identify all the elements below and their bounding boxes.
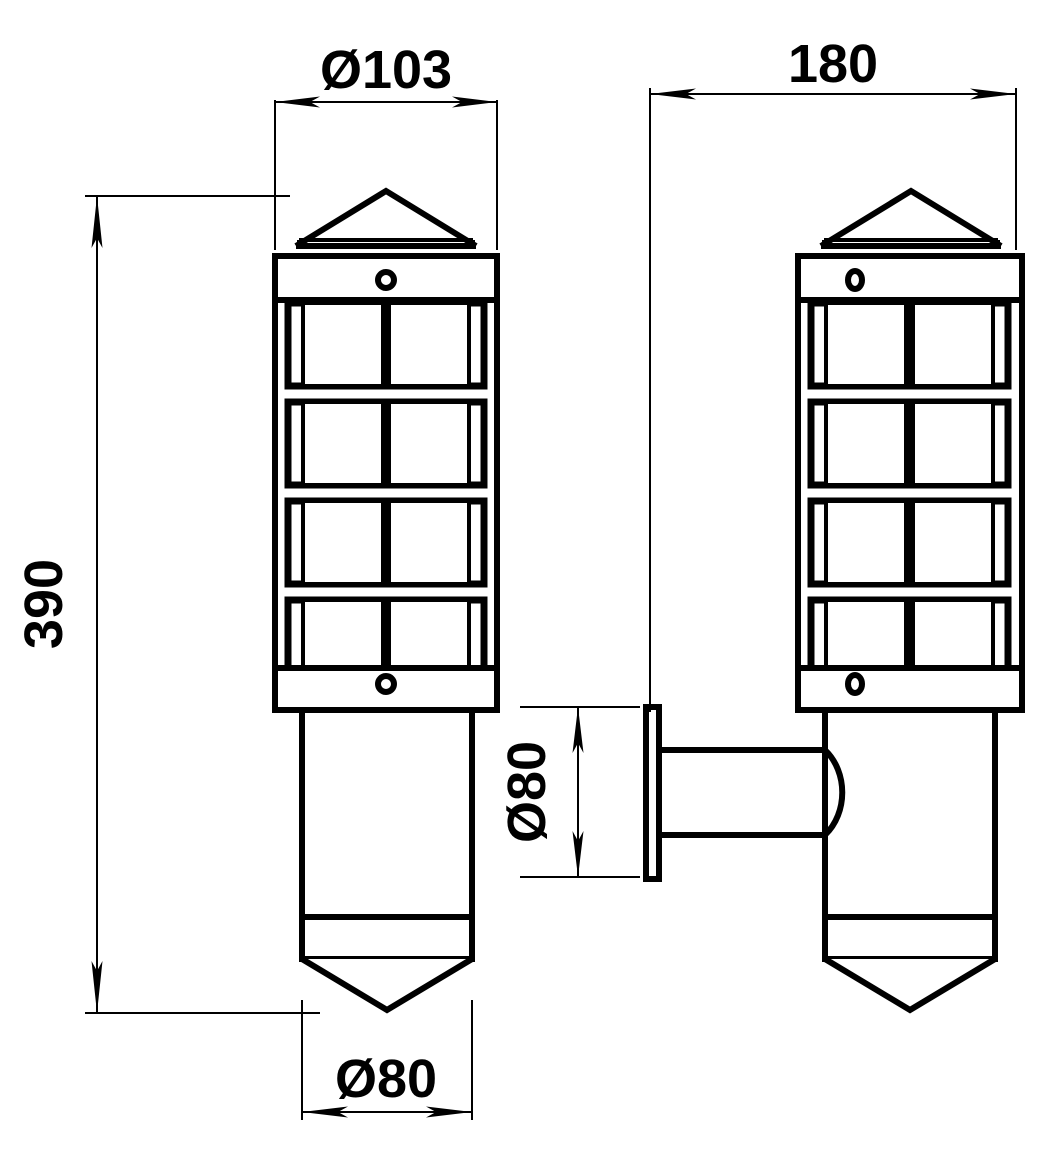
side-pyramid-roof bbox=[819, 187, 1003, 249]
front-view-lantern bbox=[272, 187, 500, 1014]
arrowhead-390-bottom bbox=[91, 961, 103, 1013]
front-bottom-screw-hole bbox=[375, 673, 397, 695]
arrowhead-390-top bbox=[91, 196, 103, 248]
side-bottom-collar-band bbox=[795, 665, 1025, 713]
side-lantern-grid bbox=[795, 297, 1025, 687]
side-bottom-screw-hole bbox=[845, 672, 865, 696]
arrowhead-mount-top bbox=[572, 707, 584, 753]
arrowhead-180-left bbox=[650, 88, 696, 100]
mounting-arm bbox=[659, 747, 846, 838]
dimension-label-diameter-80-bottom: Ø80 bbox=[335, 1049, 437, 1109]
arrowhead-103-left bbox=[275, 96, 320, 108]
front-conical-tip bbox=[300, 956, 474, 1014]
side-view-lantern bbox=[643, 187, 1025, 1014]
arrowhead-103-right bbox=[452, 96, 497, 108]
front-pyramid-roof bbox=[294, 187, 478, 249]
front-top-screw-hole bbox=[375, 269, 397, 291]
dimension-diameter-103 bbox=[274, 96, 498, 250]
side-top-collar-band bbox=[795, 253, 1025, 303]
dimension-label-width-180: 180 bbox=[788, 34, 878, 94]
front-bottom-collar-band bbox=[272, 665, 500, 713]
dimension-diameter-80-bottom bbox=[301, 1000, 473, 1120]
dimension-diameter-80-mount bbox=[520, 706, 640, 878]
side-conical-tip bbox=[823, 956, 997, 1014]
front-lantern-grid bbox=[272, 297, 500, 687]
arm-curved-transition bbox=[822, 747, 846, 838]
arrowhead-mount-bottom bbox=[572, 831, 584, 877]
arrowhead-80-left bbox=[302, 1106, 348, 1118]
dimension-width-180 bbox=[649, 88, 1017, 712]
dimension-label-height-390: 390 bbox=[14, 559, 74, 649]
dimension-height-390 bbox=[85, 195, 320, 1014]
arrowhead-80-right bbox=[426, 1106, 472, 1118]
arrowhead-180-right bbox=[970, 88, 1016, 100]
wall-mounting-plate bbox=[643, 704, 662, 882]
front-lower-post bbox=[299, 707, 475, 1014]
front-top-collar-band bbox=[272, 253, 500, 303]
side-top-screw-hole bbox=[845, 268, 865, 292]
dimension-label-diameter-103: Ø103 bbox=[320, 40, 452, 100]
side-lower-post bbox=[822, 707, 998, 1014]
dimension-label-diameter-80-mount: Ø80 bbox=[497, 741, 557, 843]
